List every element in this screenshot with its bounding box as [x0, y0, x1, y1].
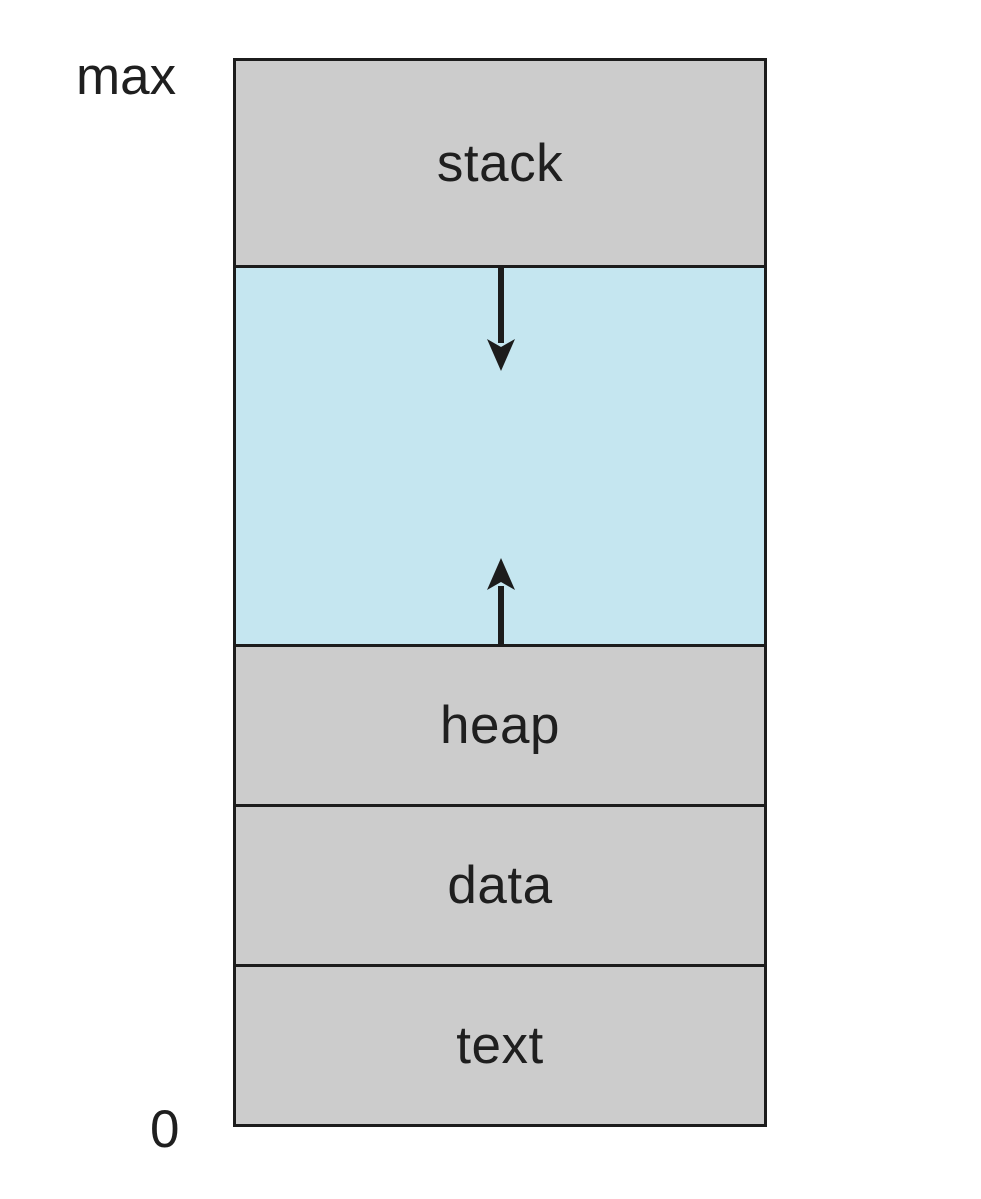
max-address-label: max — [76, 47, 177, 106]
section-data: data — [236, 804, 764, 964]
section-free-space — [236, 265, 764, 644]
section-stack: stack — [236, 61, 764, 265]
memory-layout-box: stack heap data text — [233, 58, 767, 1127]
section-text-label: text — [456, 1016, 544, 1075]
section-heap-label: heap — [440, 696, 560, 755]
section-heap: heap — [236, 644, 764, 804]
section-stack-label: stack — [436, 133, 564, 193]
section-data-label: data — [447, 856, 553, 915]
zero-address-label: 0 — [150, 1100, 180, 1159]
section-text: text — [236, 964, 764, 1124]
